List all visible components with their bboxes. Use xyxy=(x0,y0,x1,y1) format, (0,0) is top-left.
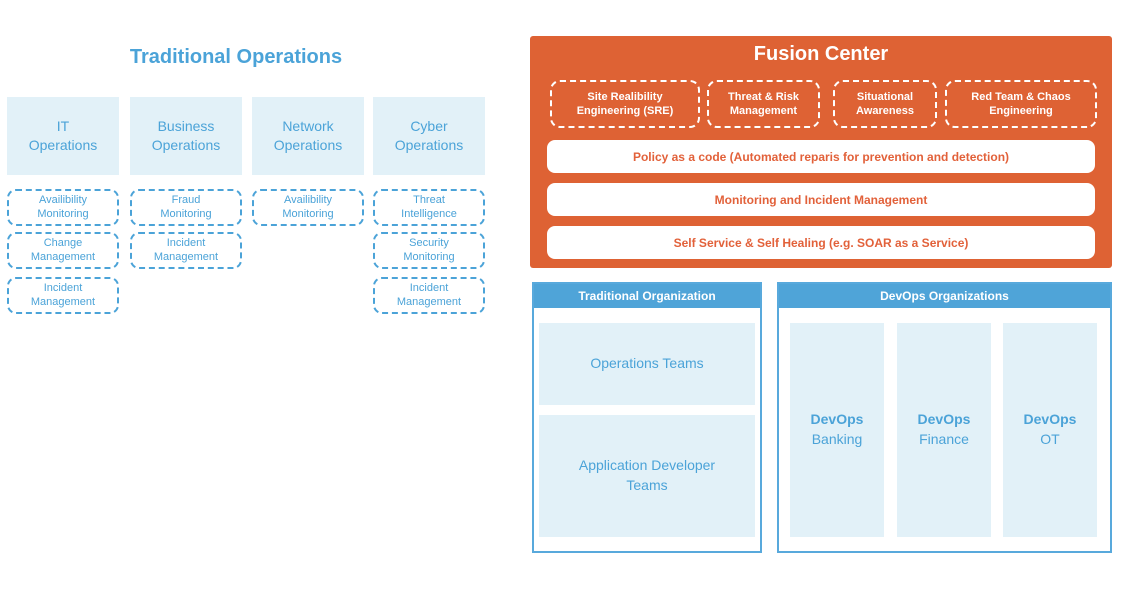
threat-risk-management-capability-box: Threat & Risk Management xyxy=(707,80,820,128)
op-box-it-operations: IT Operations xyxy=(7,97,119,175)
devops-ot-name: DevOps xyxy=(1023,411,1077,428)
op-box-cyber-operations: Cyber Operations xyxy=(373,97,485,175)
red-team-chaos-capability-box: Red Team & Chaos Engineering xyxy=(945,80,1097,128)
op-box-network-operations: Network Operations xyxy=(252,97,364,175)
devops-banking-column: DevOps Banking xyxy=(790,323,884,537)
sre-capability-box: Site Realibility Engineering (SRE) xyxy=(550,80,700,128)
traditional-operations-title: Traditional Operations xyxy=(129,46,343,68)
monitoring-incident-management-bar: Monitoring and Incident Management xyxy=(547,183,1095,216)
devops-finance-column: DevOps Finance xyxy=(897,323,991,537)
devops-banking-unit: Banking xyxy=(811,431,863,447)
network-availability-monitoring-box: Availibility Monitoring xyxy=(252,189,364,226)
cyber-threat-intelligence-box: Threat Intelligence xyxy=(373,189,485,226)
it-change-management-box: Change Management xyxy=(7,232,119,269)
traditional-organization-panel: Traditional Organization Operations Team… xyxy=(532,282,762,553)
fusion-center-title: Fusion Center xyxy=(753,43,889,65)
op-box-business-operations: Business Operations xyxy=(130,97,242,175)
devops-organizations-panel: DevOps Organizations DevOps Banking DevO… xyxy=(777,282,1112,553)
it-availability-monitoring-box: Availibility Monitoring xyxy=(7,189,119,226)
fusion-center-panel: Fusion Center Site Realibility Engineeri… xyxy=(530,36,1112,268)
it-incident-management-box: Incident Management xyxy=(7,277,119,314)
application-developer-teams-box: Application Developer Teams xyxy=(539,415,755,537)
devops-organizations-header: DevOps Organizations xyxy=(779,284,1110,308)
devops-ot-unit: OT xyxy=(1040,431,1060,447)
business-fraud-monitoring-box: Fraud Monitoring xyxy=(130,189,242,226)
situational-awareness-capability-box: Situational Awareness xyxy=(833,80,937,128)
cyber-incident-management-box: Incident Management xyxy=(373,277,485,314)
operations-teams-box: Operations Teams xyxy=(539,323,755,405)
devops-finance-unit: Finance xyxy=(919,431,969,447)
policy-as-code-bar: Policy as a code (Automated reparis for … xyxy=(547,140,1095,173)
business-incident-management-box: Incident Management xyxy=(130,232,242,269)
devops-finance-name: DevOps xyxy=(917,411,971,428)
devops-ot-column: DevOps OT xyxy=(1003,323,1097,537)
traditional-organization-header: Traditional Organization xyxy=(534,284,760,308)
cyber-security-monitoring-box: Security Monitoring xyxy=(373,232,485,269)
devops-banking-name: DevOps xyxy=(810,411,864,428)
self-service-self-healing-bar: Self Service & Self Healing (e.g. SOAR a… xyxy=(547,226,1095,259)
